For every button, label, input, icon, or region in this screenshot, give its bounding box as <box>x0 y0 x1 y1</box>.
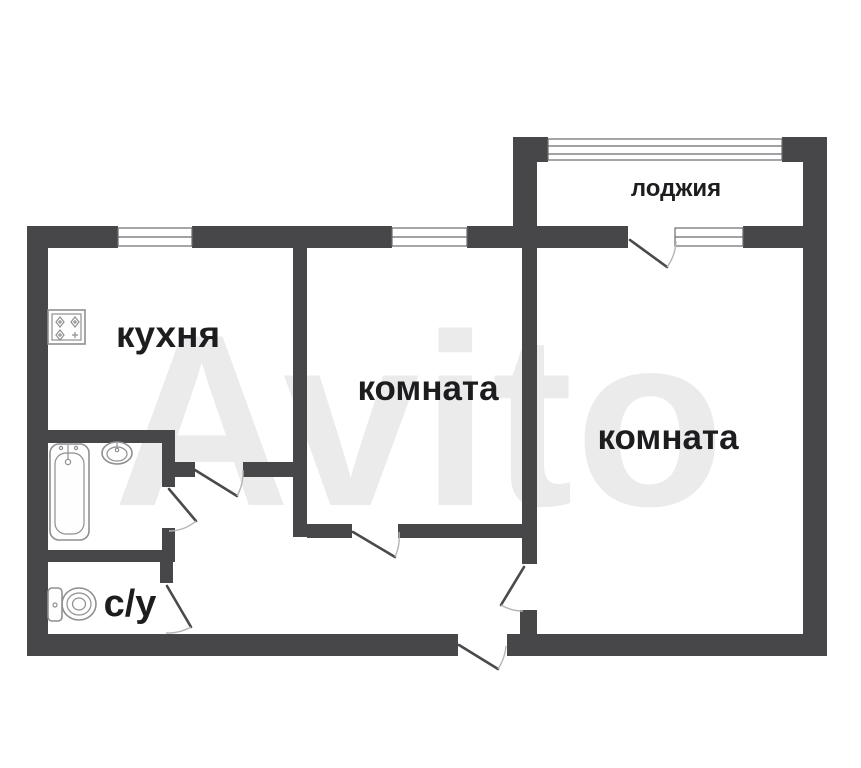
wall-rooms-divider <box>522 248 537 564</box>
fixtures <box>47 309 133 622</box>
wall-middleroom-bottom <box>307 524 352 538</box>
outer-walls <box>27 137 827 656</box>
wall-bath-wc-divider <box>48 550 172 562</box>
wall-rightroom-stub <box>520 610 537 636</box>
wall-middleroom-bottom <box>398 524 522 538</box>
sink-icon <box>101 441 133 465</box>
doors <box>165 238 677 671</box>
label-room-right: комната <box>597 418 739 457</box>
wall-bottom <box>27 634 458 656</box>
toilet-icon <box>47 587 97 622</box>
wc-door <box>165 584 193 634</box>
rightroom-door <box>499 565 526 612</box>
wall-top <box>27 226 118 248</box>
balcony-window <box>674 227 744 247</box>
middleroom-door <box>351 530 400 559</box>
wall-loggia-top <box>782 137 827 162</box>
label-wc: с/у <box>104 583 157 625</box>
bathtub-icon <box>49 443 90 541</box>
stove-icon <box>47 309 86 345</box>
label-kitchen: кухня <box>116 314 220 355</box>
wall-bathroom-top <box>48 430 175 443</box>
wall-loggia-divider <box>743 226 803 248</box>
kitchen-door <box>193 468 244 498</box>
watermark-text: Avito <box>113 283 726 557</box>
balcony-door <box>628 238 677 269</box>
wall-top <box>192 226 392 248</box>
wall-loggia-left <box>513 137 537 248</box>
wall-kitchen-stub <box>175 462 195 477</box>
wall-wc-right <box>160 562 173 583</box>
label-room-middle: комната <box>357 369 499 408</box>
wall-left <box>27 226 48 656</box>
label-loggia: лоджия <box>631 175 721 202</box>
wall-bottom <box>507 634 827 656</box>
room-labels: лоджия кухня комната комната с/у <box>104 175 739 625</box>
wall-kitchen-divider <box>293 248 307 537</box>
entrance-door <box>457 643 507 671</box>
interior-walls <box>48 248 537 636</box>
wall-loggia-divider <box>537 226 628 248</box>
wall-kitchen-stub <box>243 462 293 477</box>
kitchen-window <box>117 227 193 247</box>
wall-right <box>803 137 827 656</box>
bathroom-door <box>167 487 198 532</box>
middleroom-window <box>391 227 468 247</box>
wall-bathroom-right <box>162 443 175 487</box>
windows <box>117 138 783 247</box>
loggia-glazing <box>547 138 783 161</box>
